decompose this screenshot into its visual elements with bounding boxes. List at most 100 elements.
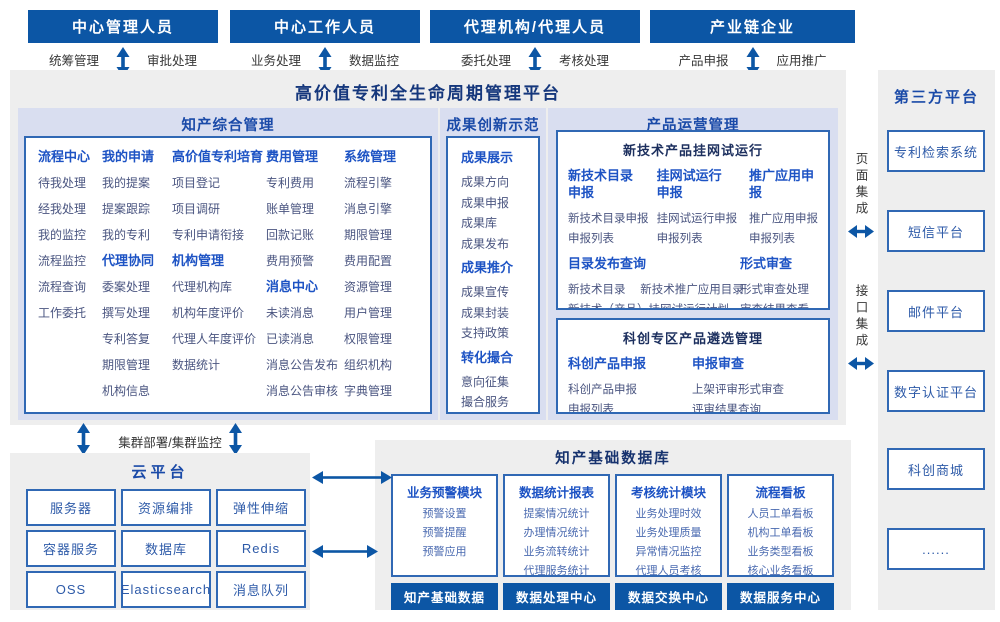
comprehensive-column: 系统管理流程引擎消息引擎期限管理费用配置资源管理用户管理权限管理组织机构字典管理 [344, 148, 424, 408]
comprehensive-column: 我的申请我的提案提案跟踪我的专利代理协同委案处理撰写处理专利答复期限管理机构信息 [102, 148, 172, 408]
cloud-service-box: 服务器 [26, 489, 116, 526]
actor-label-left: 统筹管理 [48, 53, 99, 68]
module-item: 业务流转统计 [523, 546, 590, 558]
column-item: 账单管理 [266, 202, 315, 216]
column-item: 已读消息 [266, 332, 315, 346]
innovation-item: 成果方向 [461, 175, 510, 189]
column-item: 我的监控 [38, 228, 87, 242]
module-item: 提案情况统计 [523, 508, 590, 520]
cloud-service-box: 资源编排 [121, 489, 211, 526]
cloud-service-box: Elasticsearch [121, 571, 211, 608]
module-item: 核心业务看板 [747, 565, 814, 577]
operation-row: 目录发布查询新技术目录 新技术推广应用目录新技术（产品）挂网试运行计划形式审查形… [568, 255, 818, 310]
innovation-item: 意向征集 [461, 374, 510, 389]
actor-group: 中心管理人员统筹管理审批处理 [28, 10, 218, 77]
operation-heading: 申报审查 [692, 356, 745, 371]
operation-row: 科创产品申报科创产品申报申报列表申报审查上架评审形式审查评审结果查询 [568, 355, 818, 412]
v-double-arrow-icon [228, 423, 243, 455]
comprehensive-column: 流程中心待我处理经我处理我的监控流程监控流程查询工作委托 [38, 148, 102, 408]
comprehensive-column: 高价值专利培育项目登记项目调研专利申请衔接机构管理代理机构库机构年度评价代理人年… [172, 148, 266, 408]
column-heading: 代理协同 [102, 253, 155, 268]
column-item: 资源管理 [344, 280, 393, 294]
column-heading: 系统管理 [344, 149, 397, 164]
module-item: 业务类型看板 [747, 546, 814, 558]
column-item: 消息公告审核 [266, 384, 339, 398]
column-item: 未读消息 [266, 306, 315, 320]
operation-item: 新技术目录申报 [568, 213, 649, 225]
actor-label-right: 数据监控 [349, 53, 400, 68]
operation-column: 推广应用申报推广应用申报申报列表 [749, 167, 818, 249]
column-item: 流程监控 [38, 254, 87, 268]
data-center-bar: 数据处理中心 [503, 583, 610, 610]
operation-item: 挂网试运行申报 [656, 213, 738, 225]
operation-item: 新技术（产品）挂网试运行计划 [568, 304, 729, 310]
operation-item: 申报列表 [749, 233, 795, 245]
operation-item: 审查结果查看 [740, 304, 809, 310]
actor-group: 代理机构/代理人员委托处理考核处理 [430, 10, 640, 77]
data-center-bar: 数据交换中心 [615, 583, 722, 610]
column-item: 用户管理 [344, 306, 393, 320]
operation-column: 挂网试运行 申报挂网试运行申报申报列表 [657, 167, 749, 249]
column-item: 工作委托 [38, 306, 87, 320]
operation-box-trial: 新技术产品挂网试运行新技术目录 申报新技术目录申报申报列表挂网试运行 申报挂网试… [556, 130, 830, 310]
module-item: 预警应用 [422, 546, 467, 558]
comprehensive-column: 费用管理专利费用账单管理回款记账费用预警消息中心未读消息已读消息消息公告发布消息… [266, 148, 344, 408]
third-party-title: 第三方平台 [893, 89, 979, 106]
module-heading: 数据统计报表 [518, 486, 594, 500]
data-center-bar: 数据服务中心 [727, 583, 834, 610]
third-party-panel: 第三方平台 专利检索系统短信平台邮件平台数字认证平台科创商城...... [878, 70, 995, 610]
actor-labels: 委托处理考核处理 [430, 50, 640, 68]
api-integration-label: 接口集成 [853, 284, 868, 350]
cloud-service-box: 数据库 [121, 530, 211, 567]
third-party-box: 邮件平台 [887, 290, 985, 332]
module-item: 预警提醒 [422, 527, 467, 539]
api-integration-connector: 接口集成 [847, 284, 875, 404]
column-item: 专利答复 [102, 332, 151, 346]
column-item: 消息公告发布 [266, 358, 339, 372]
actor-title: 代理机构/代理人员 [430, 10, 640, 43]
operation-box-selection: 科创专区产品遴选管理科创产品申报科创产品申报申报列表申报审查上架评审形式审查评审… [556, 318, 830, 414]
operation-column: 形式审查形式审查处理审查结果查看 [740, 255, 818, 310]
v-double-arrow-icon [76, 423, 91, 455]
module-item: 异常情况监控 [635, 546, 702, 558]
h-double-arrow-icon [847, 356, 875, 371]
column-item: 提案跟踪 [102, 202, 151, 216]
actor-title: 产业链企业 [650, 10, 855, 43]
section-innovation-title: 成果创新示范 [446, 118, 540, 134]
module-item: 代理人员考核 [635, 565, 702, 577]
module-item: 机构工单看板 [747, 527, 814, 539]
database-module-box: 数据统计报表提案情况统计办理情况统计业务流转统计代理服务统计 [503, 474, 610, 577]
innovation-item: 成果申报 [461, 195, 510, 210]
column-item: 我的提案 [102, 176, 151, 190]
column-item: 撰写处理 [102, 306, 151, 320]
module-item: 预警设置 [422, 508, 467, 520]
module-item: 办理情况统计 [523, 527, 590, 539]
operation-item: 申报列表 [656, 233, 703, 245]
column-heading: 高价值专利培育 [172, 149, 264, 164]
column-item: 流程查询 [38, 280, 87, 294]
column-item: 费用预警 [266, 254, 315, 268]
module-item: 业务处理时效 [635, 508, 702, 520]
column-item: 数据统计 [172, 358, 221, 372]
operation-box-title: 科创专区产品遴选管理 [622, 331, 763, 346]
h-double-arrow-icon [847, 224, 875, 239]
module-item: 业务处理质量 [635, 527, 702, 539]
operation-heading: 推广应用申报 [749, 168, 815, 200]
module-heading: 考核统计模块 [630, 486, 706, 500]
column-item: 回款记账 [266, 228, 315, 242]
database-panel: 知产基础数据库 业务预警模块预警设置预警提醒预警应用数据统计报表提案情况统计办理… [375, 440, 851, 610]
column-item: 项目登记 [172, 176, 221, 190]
operation-row: 新技术目录 申报新技术目录申报申报列表挂网试运行 申报挂网试运行申报申报列表推广… [568, 167, 818, 249]
column-heading: 消息中心 [266, 279, 319, 294]
actor-group: 中心工作人员业务处理数据监控 [230, 10, 420, 77]
operation-item: 上架评审形式审查 [692, 384, 784, 396]
operation-item: 科创产品申报 [568, 384, 637, 396]
actor-label-right: 考核处理 [559, 53, 610, 68]
database-module-box: 流程看板人员工单看板机构工单看板业务类型看板核心业务看板 [727, 474, 834, 577]
module-item: 代理服务统计 [523, 565, 590, 577]
column-item: 字典管理 [344, 384, 393, 398]
data-center-bar: 知产基础数据 [391, 583, 498, 610]
innovation-group-heading: 转化撮合 [461, 349, 514, 365]
